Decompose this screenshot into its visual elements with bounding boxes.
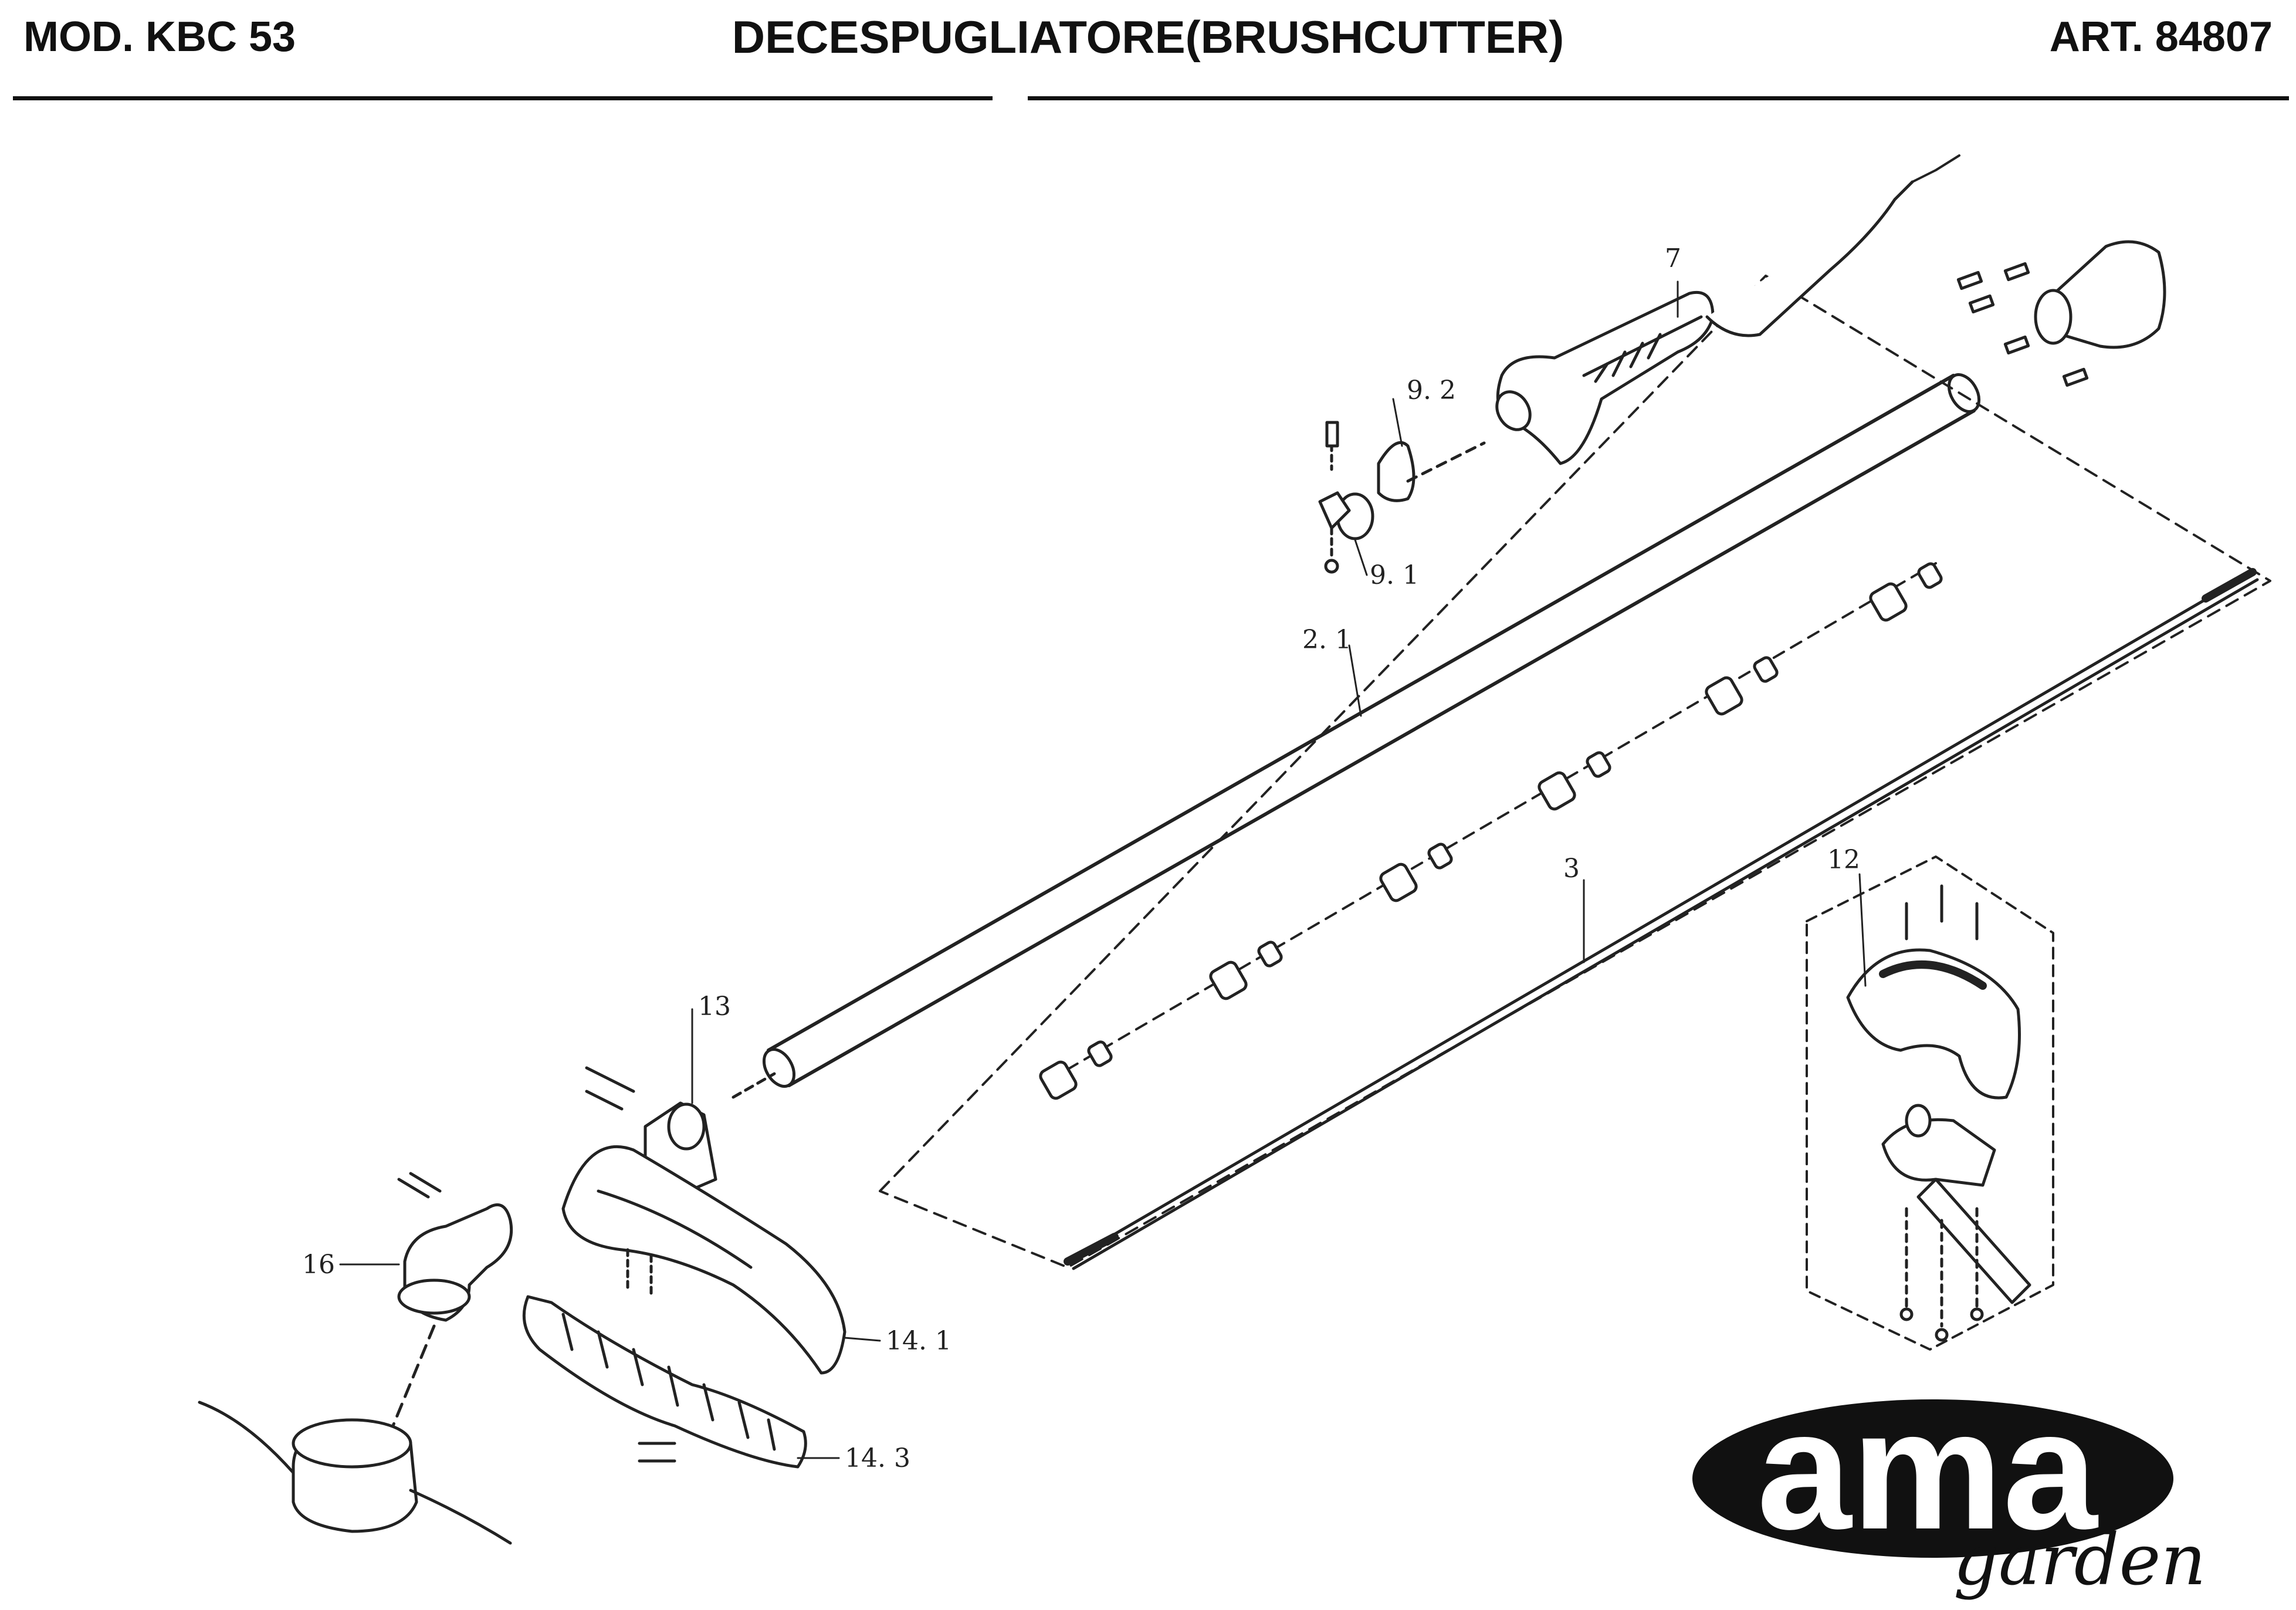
shaft-bushings <box>1039 562 1943 1100</box>
blade-guard <box>561 1145 846 1375</box>
label-part-14-3: 14. 3 <box>845 1443 910 1473</box>
label-part-2-1: 2. 1 <box>1302 625 1352 655</box>
handle-dashed-box <box>1806 855 2054 1351</box>
label-part-13: 13 <box>698 992 731 1022</box>
header-rule-left <box>13 96 993 100</box>
label-part-9-1: 9. 1 <box>1370 560 1419 590</box>
page-title: DECESPUGLIATORE(BRUSHCUTTER) <box>732 11 1564 63</box>
logo-tagline: garden <box>1953 1520 2206 1601</box>
drive-shaft <box>1064 568 2259 1270</box>
trimmer-head <box>198 1401 512 1545</box>
loop-handle <box>1846 884 2031 1342</box>
assembly-dashed-outline <box>879 275 2271 1269</box>
label-part-14-1: 14. 1 <box>886 1326 951 1356</box>
header-rule-right <box>1028 96 2289 100</box>
label-part-3: 3 <box>1563 854 1580 884</box>
guard-extension <box>522 1248 807 1469</box>
label-part-16: 16 <box>302 1250 335 1280</box>
logo-brand: ama <box>1757 1375 2098 1565</box>
gear-head <box>391 1172 513 1428</box>
label-part-9-2: 9. 2 <box>1407 376 1456 405</box>
ama-garden-logo: ama garden <box>1692 1375 2206 1601</box>
bushing-axis <box>1049 562 1937 1081</box>
model-number: MOD. KBC 53 <box>23 13 296 60</box>
clutch-housing <box>1956 240 2166 387</box>
article-number: ART. 84807 <box>2049 13 2273 60</box>
throttle-handle <box>1495 154 1960 465</box>
label-part-12: 12 <box>1827 845 1860 875</box>
tube-clamp <box>1318 421 1486 574</box>
leader-lines <box>339 280 1867 1459</box>
label-part-7: 7 <box>1665 243 1681 273</box>
main-tube <box>762 373 1981 1088</box>
